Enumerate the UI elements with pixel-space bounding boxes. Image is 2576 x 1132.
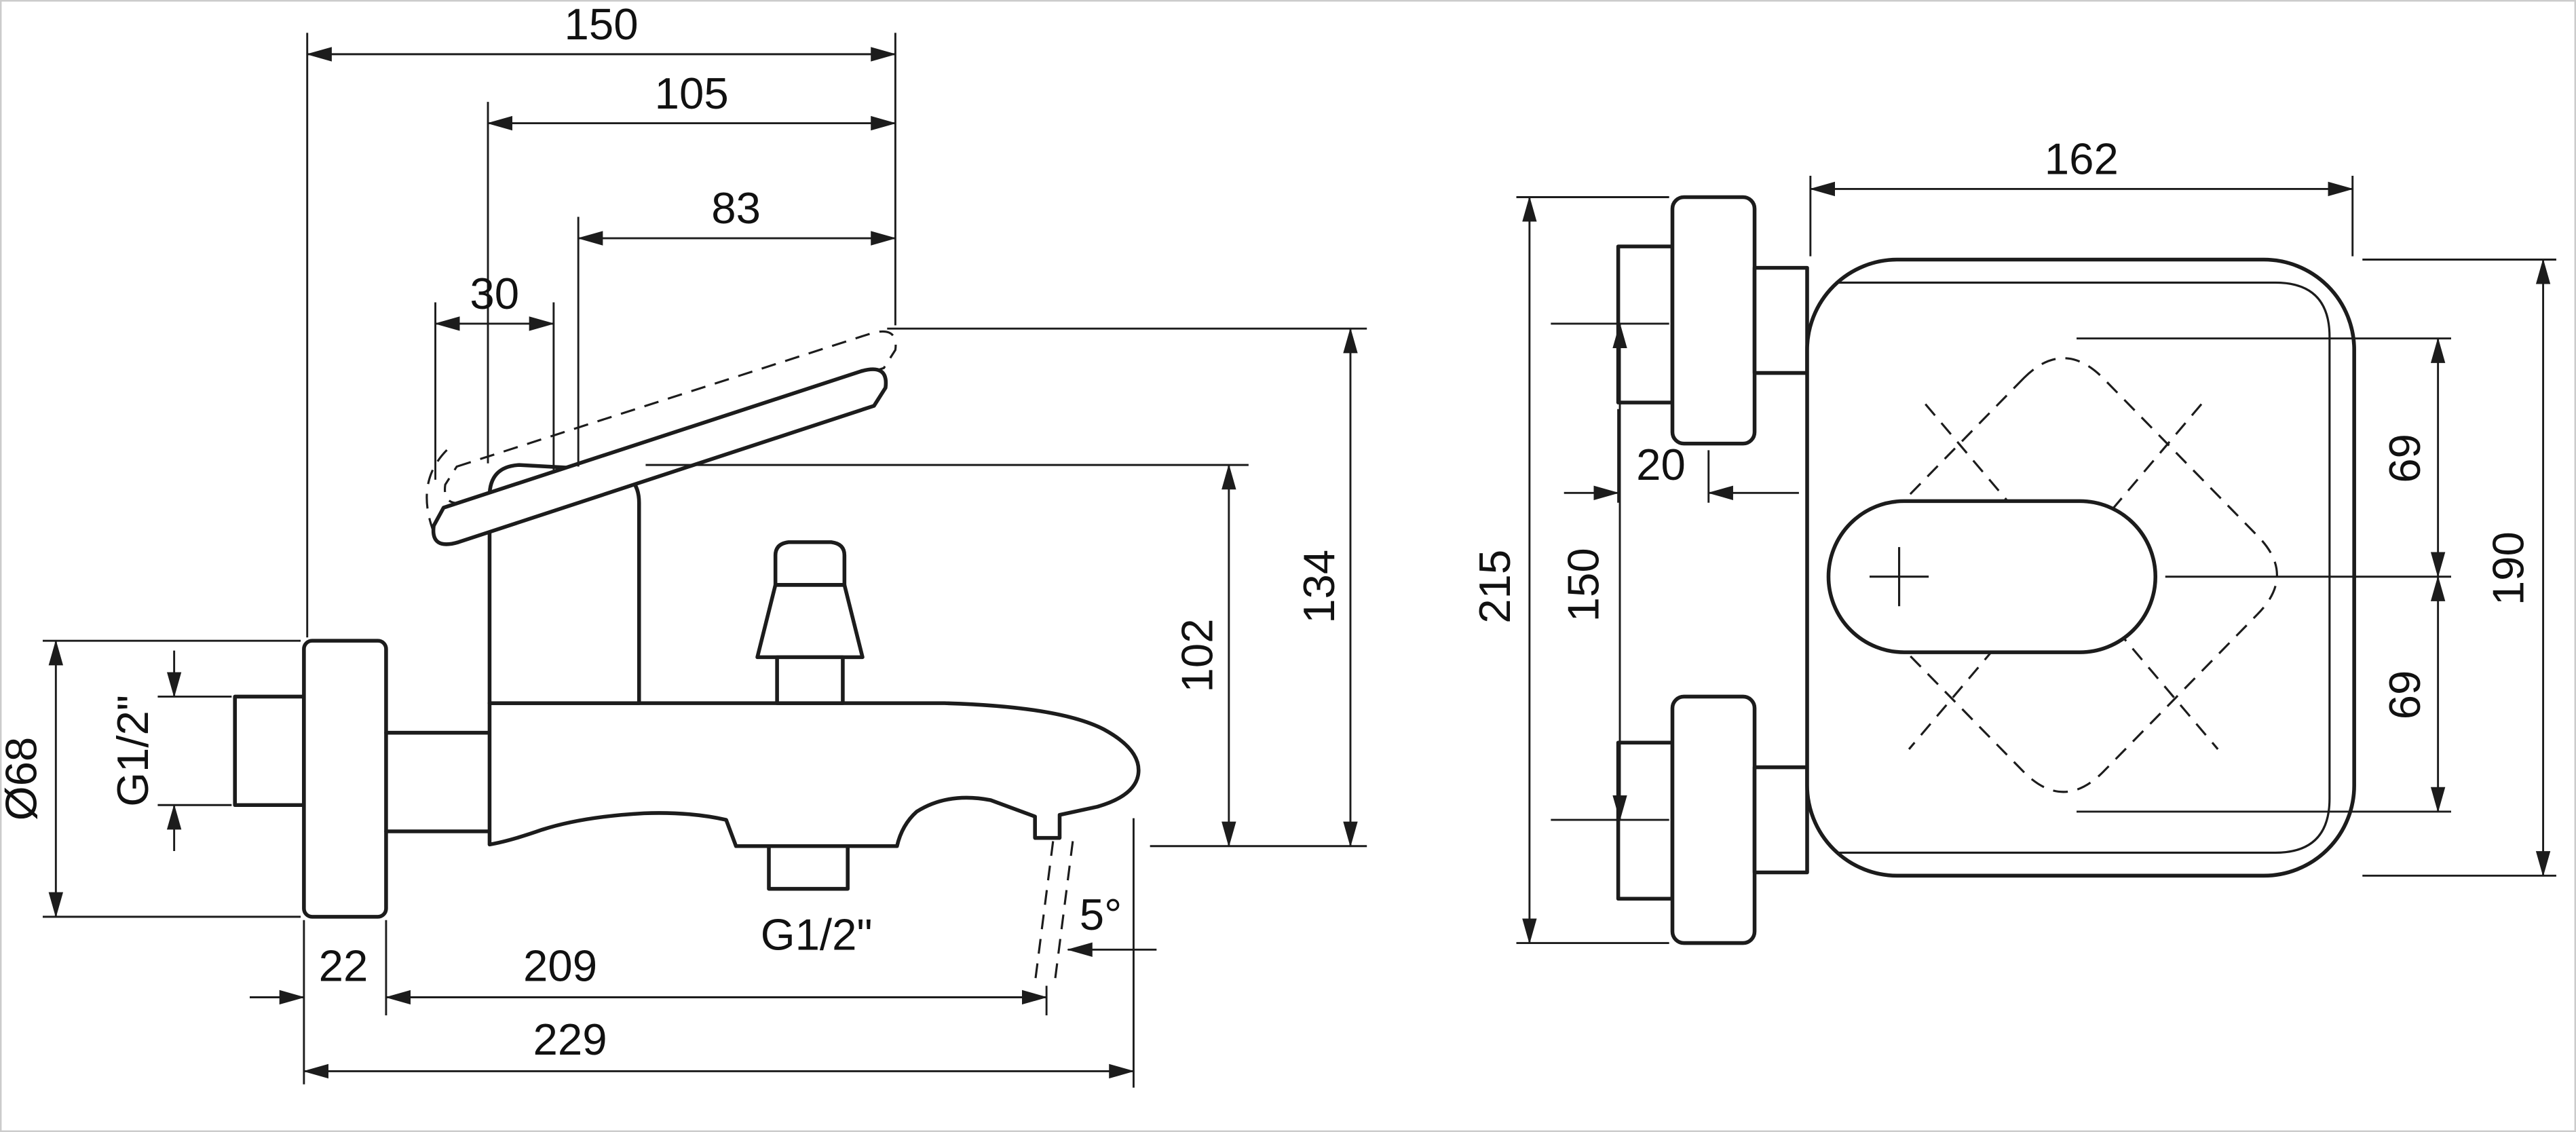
top-escutcheon xyxy=(1670,195,1757,446)
lever-center-mark xyxy=(1869,547,1929,607)
lever-raised-dashed xyxy=(444,330,897,504)
dim-label-150: 150 xyxy=(565,0,639,49)
lever-motion-arc xyxy=(425,446,451,533)
dim-label-150-centers: 150 xyxy=(1559,548,1608,622)
dim-label-83: 83 xyxy=(711,183,761,233)
dim-label-20: 20 xyxy=(1636,440,1686,489)
diverter-cap xyxy=(773,540,847,587)
dim-label-g12-outlet: G1/2" xyxy=(761,909,873,959)
bottom-connector-flange xyxy=(1752,765,1809,875)
dim-label-angle-5: 5° xyxy=(1080,890,1122,939)
wall-escutcheon-side xyxy=(302,639,388,919)
lever-solid xyxy=(431,367,888,546)
dim-label-190: 190 xyxy=(2484,531,2533,605)
diverter-skirt xyxy=(755,583,865,660)
dim-label-134: 134 xyxy=(1294,550,1344,624)
dim-label-69-top: 69 xyxy=(2380,434,2429,483)
faucet-body-side xyxy=(487,701,1141,848)
dim-label-dia68: Ø68 xyxy=(0,737,45,821)
dim-label-g12-inlet: G1/2" xyxy=(108,695,157,807)
dim-label-215: 215 xyxy=(1470,550,1519,624)
side-view: 150 105 83 30 Ø68 G1/2" 134 102 22 209 2… xyxy=(0,0,1367,1088)
dim-label-30: 30 xyxy=(470,269,519,318)
dim-label-209: 209 xyxy=(523,941,597,990)
dim-label-162: 162 xyxy=(2045,134,2119,184)
water-stream-line xyxy=(1034,841,1055,983)
water-stream-line xyxy=(1053,841,1074,983)
front-view: 162 20 215 150 69 69 190 xyxy=(1470,134,2556,945)
shower-outlet-stub xyxy=(767,844,850,891)
bottom-escutcheon xyxy=(1670,694,1757,945)
dim-label-102: 102 xyxy=(1173,618,1222,692)
wall-connector-pipe xyxy=(384,730,492,833)
dim-label-105: 105 xyxy=(655,69,729,118)
dim-label-69-bottom: 69 xyxy=(2380,671,2429,720)
lever-front xyxy=(1826,499,2158,654)
body-inner-contour xyxy=(1836,281,2331,854)
dim-label-22: 22 xyxy=(319,941,368,990)
dim-label-229: 229 xyxy=(533,1015,607,1064)
top-connector-flange xyxy=(1752,265,1809,375)
inlet-thread-nipple xyxy=(233,694,306,808)
diverter-neck xyxy=(775,655,845,705)
